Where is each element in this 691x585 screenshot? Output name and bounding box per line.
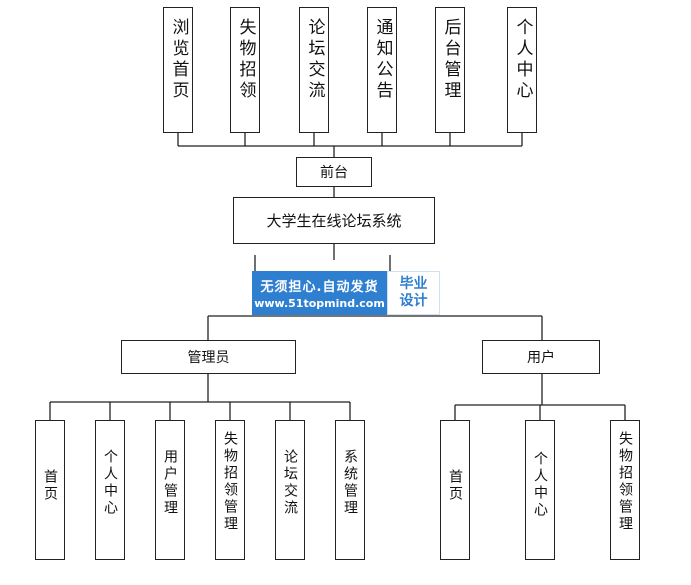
module-label: 后台管理 <box>440 18 461 102</box>
user-child-label: 个人中心 <box>532 451 548 519</box>
watermark-badge: 毕业 设计 <box>387 271 440 315</box>
user-child-label: 首页 <box>447 469 463 503</box>
module-label: 个人中心 <box>512 18 533 102</box>
module-browse-home: 浏览首页 <box>163 7 193 133</box>
frontend-label: 前台 <box>320 165 348 181</box>
module-backend: 后台管理 <box>435 7 465 133</box>
frontend-node: 前台 <box>296 157 372 187</box>
admin-child-system-management: 系统管理 <box>335 420 365 560</box>
module-label: 失物招领 <box>235 18 256 102</box>
system-node: 大学生在线论坛系统 <box>233 197 435 244</box>
module-personal-center: 个人中心 <box>507 7 537 133</box>
module-lost-found: 失物招领 <box>230 7 260 133</box>
admin-child-label: 论坛交流 <box>282 449 298 517</box>
user-child-lost-found-management: 失物招领管理 <box>610 420 640 560</box>
watermark-badge-line2: 设计 <box>399 293 428 309</box>
module-notice: 通知公告 <box>367 7 397 133</box>
admin-child-user-management: 用户管理 <box>155 420 185 560</box>
user-child-personal-center: 个人中心 <box>525 420 555 560</box>
admin-child-lost-found-management: 失物招领管理 <box>215 420 245 560</box>
watermark-slogan: 无须担心.自动发货 <box>260 280 379 295</box>
module-label: 论坛交流 <box>304 18 325 102</box>
user-child-label: 失物招领管理 <box>617 431 633 533</box>
user-label: 用户 <box>527 350 555 366</box>
admin-node: 管理员 <box>121 340 296 374</box>
system-label: 大学生在线论坛系统 <box>266 212 402 230</box>
admin-child-personal-center: 个人中心 <box>95 420 125 560</box>
admin-child-label: 个人中心 <box>102 449 118 517</box>
admin-child-forum: 论坛交流 <box>275 420 305 560</box>
admin-child-home: 首页 <box>35 420 65 560</box>
watermark-banner: 无须担心.自动发货 www.51topmind.com 毕业 设计 <box>252 271 440 315</box>
watermark-url: www.51topmind.com <box>254 297 385 310</box>
admin-label: 管理员 <box>187 350 230 366</box>
watermark-main: 无须担心.自动发货 www.51topmind.com <box>252 271 387 315</box>
admin-child-label: 失物招领管理 <box>222 431 238 533</box>
admin-child-label: 系统管理 <box>342 449 358 517</box>
admin-child-label: 用户管理 <box>162 449 178 517</box>
module-label: 浏览首页 <box>168 18 189 102</box>
admin-child-label: 首页 <box>42 469 58 503</box>
watermark-badge-line1: 毕业 <box>399 276 428 293</box>
module-label: 通知公告 <box>372 18 393 102</box>
user-node: 用户 <box>482 340 600 374</box>
module-forum: 论坛交流 <box>299 7 329 133</box>
user-child-home: 首页 <box>440 420 470 560</box>
